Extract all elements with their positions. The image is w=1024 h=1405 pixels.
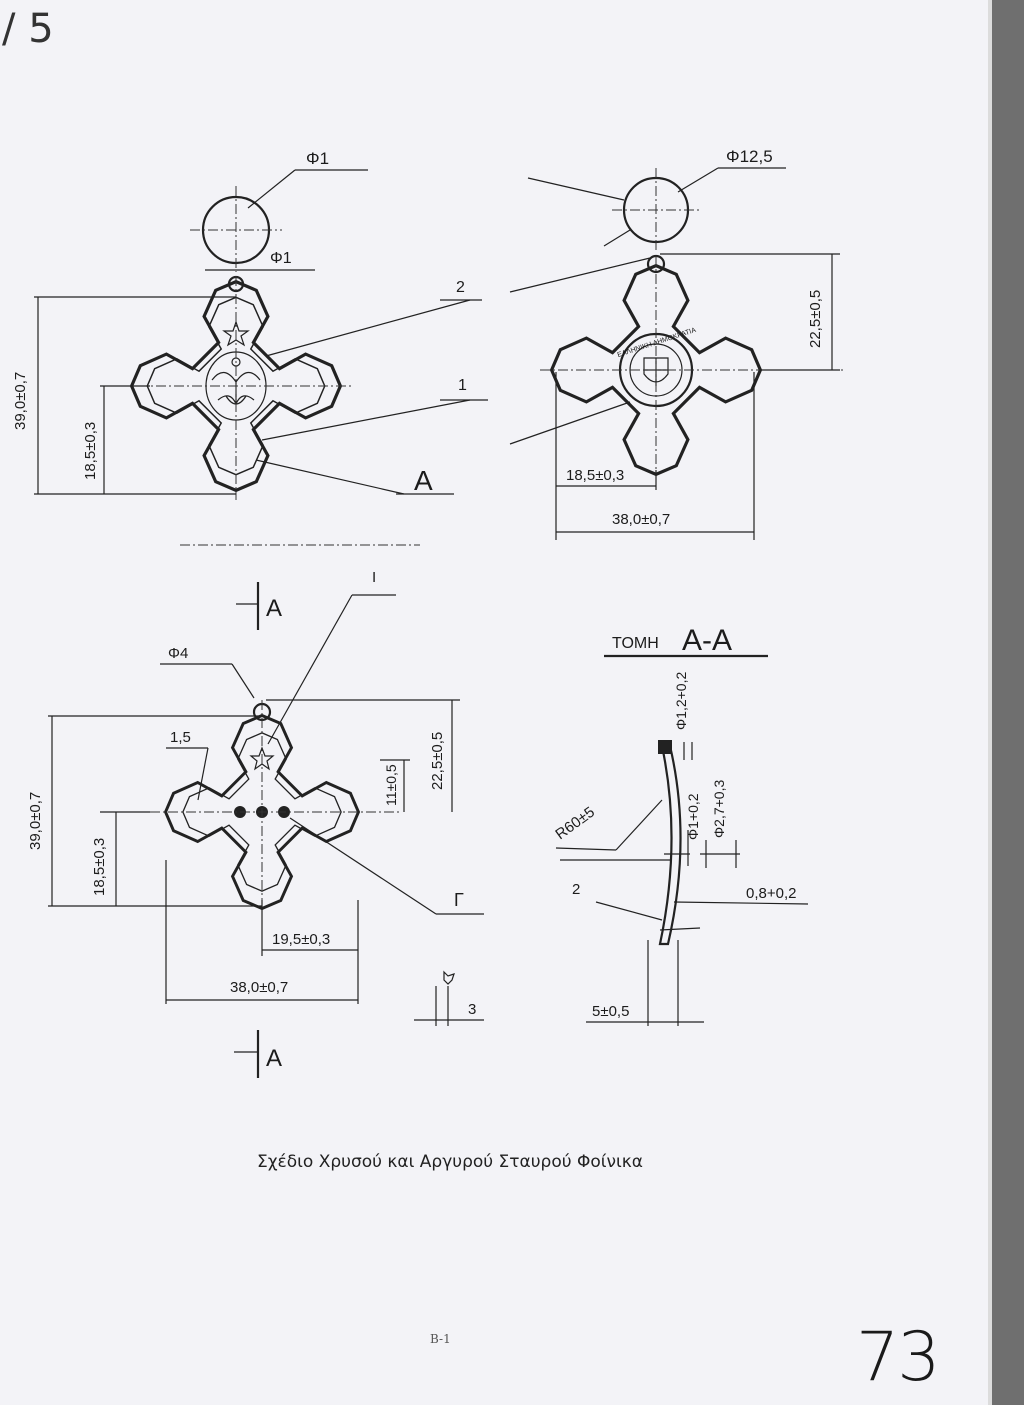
detail-label: 3	[468, 1001, 476, 1018]
back-top-height-label: 22,5±0,5	[807, 290, 824, 348]
detail-3: 3	[414, 970, 484, 1026]
front-view-label: A	[414, 465, 433, 496]
section-marker-top: A	[266, 595, 282, 622]
section-pin-head-dia-label: Φ2,7+0,3	[711, 780, 727, 838]
section-profile	[658, 744, 682, 946]
plain-callout-gamma: Γ	[454, 890, 464, 910]
corner-mark: / 5	[2, 6, 54, 52]
front-ring-dia-label: Φ1	[306, 149, 329, 168]
section-title-section: A-A	[682, 624, 732, 657]
front-callout-1: 1	[458, 377, 467, 394]
back-half-width-label: 18,5±0,3	[566, 467, 624, 484]
section-depth-label: 5±0,5	[592, 1003, 629, 1020]
back-ring-dia-label: Φ12,5	[726, 147, 773, 166]
section-radius-label: R60±5	[552, 804, 598, 844]
figure-caption: Σχέδιο Χρυσού και Αργυρού Σταυρού Φοίνικ…	[257, 1152, 643, 1172]
plain-height-label: 39,0±0,7	[27, 792, 44, 850]
section-view: TOMH A-A Φ1,2+0,2 Φ1+0,2 Φ2,7+0,3 R60±5 …	[552, 624, 809, 1026]
section-marker-bottom: A	[266, 1045, 282, 1072]
footer-code: B-1	[430, 1332, 451, 1346]
plain-hole-dia-label: Φ4	[168, 645, 188, 662]
back-view: Φ12,5 ΕΛΛΗΝΙΚΗ ΔΗΜΟΚΡΑΤΙΑ 22,5±0,5 18,5±…	[509, 147, 846, 540]
seal-text: ΕΛΛΗΝΙΚΗ ΔΗΜΟΚΡΑΤΙΑ	[617, 327, 698, 359]
section-callout-2: 2	[572, 881, 580, 898]
plain-center-height-label: 11±0,5	[383, 764, 399, 806]
plain-callout-top: I	[372, 569, 376, 586]
technical-drawing: Φ1 Φ1 39,0±0,7 18,5±0,3 2 1 A	[12, 147, 846, 1078]
section-ring-dia-label: Φ1,2+0,2	[673, 672, 689, 730]
front-height-label: 39,0±0,7	[12, 372, 29, 430]
section-pin-dia-label: Φ1+0,2	[685, 793, 701, 840]
scan-edge-strip	[988, 0, 1024, 1405]
front-half-height-label: 18,5±0,3	[82, 422, 99, 480]
plain-half-height-label: 18,5±0,3	[91, 838, 108, 896]
plain-half-width-label: 19,5±0,3	[272, 931, 330, 948]
front-hole-dia-label: Φ1	[270, 250, 292, 267]
front-view: Φ1 Φ1 39,0±0,7 18,5±0,3 2 1 A	[12, 149, 488, 500]
star-icon	[443, 970, 455, 985]
plain-width-label: 38,0±0,7	[230, 979, 288, 996]
plain-border-width-label: 1,5	[170, 729, 191, 746]
page-number: 73	[856, 1318, 941, 1397]
plain-top-height-label: 22,5±0,5	[429, 732, 446, 790]
front-callout-2: 2	[456, 279, 465, 296]
plain-view: A I Φ4 1,5 39,0±0,7 18,5±0,3 22,5±0,5	[27, 569, 484, 1078]
back-width-label: 38,0±0,7	[612, 511, 670, 528]
section-thickness-label: 0,8+0,2	[746, 885, 796, 902]
scan-edge-highlight	[988, 0, 992, 1405]
section-title-prefix: TOMH	[612, 635, 659, 652]
